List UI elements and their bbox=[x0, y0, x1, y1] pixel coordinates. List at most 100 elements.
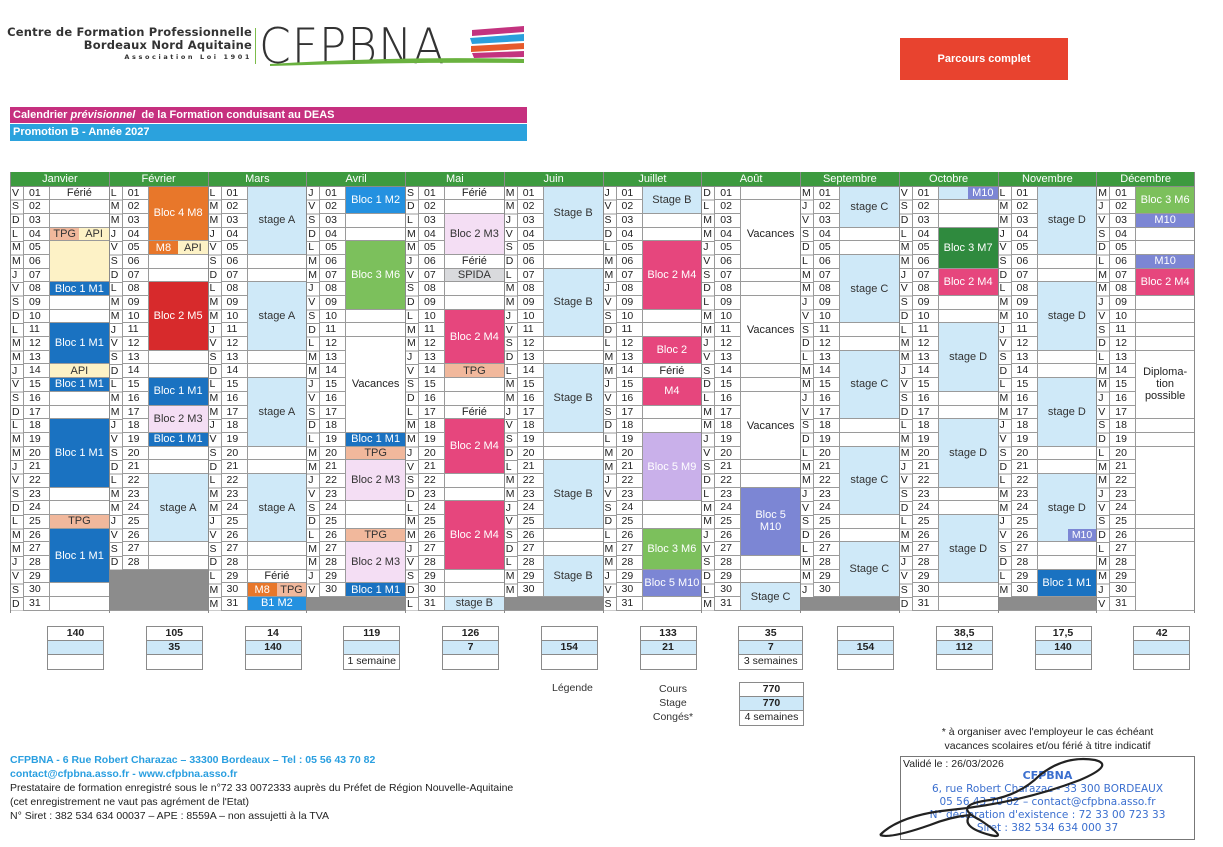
empty-day-cell[interactable] bbox=[840, 433, 899, 447]
calendar-event[interactable]: Bloc 2 M5 bbox=[148, 282, 208, 351]
calendar-event[interactable]: SPIDA bbox=[445, 268, 504, 283]
empty-day-cell[interactable] bbox=[938, 597, 998, 611]
calendar-event[interactable]: Stage B bbox=[543, 268, 603, 338]
empty-day-cell[interactable] bbox=[938, 501, 998, 515]
empty-day-cell[interactable] bbox=[938, 310, 998, 324]
empty-day-cell[interactable] bbox=[543, 255, 603, 269]
empty-day-cell[interactable] bbox=[840, 419, 899, 433]
calendar-event[interactable]: stage A bbox=[148, 473, 208, 543]
empty-day-cell[interactable] bbox=[543, 542, 603, 557]
calendar-event[interactable]: Bloc 1 M1 bbox=[50, 419, 109, 488]
calendar-event[interactable]: TPG bbox=[50, 515, 109, 529]
empty-day-cell[interactable] bbox=[840, 529, 899, 543]
calendar-event[interactable]: Bloc 3 M6 bbox=[1136, 186, 1194, 214]
empty-day-cell[interactable] bbox=[1136, 515, 1194, 529]
calendar-event[interactable]: Vacances bbox=[741, 391, 800, 461]
calendar-event[interactable]: Bloc 2 M4 bbox=[445, 419, 504, 474]
calendar-event[interactable]: Bloc 2 M3 bbox=[445, 213, 504, 255]
empty-day-cell[interactable] bbox=[1136, 529, 1194, 543]
empty-day-cell[interactable] bbox=[247, 269, 307, 283]
empty-day-cell[interactable] bbox=[445, 200, 504, 214]
calendar-event[interactable]: stage D bbox=[938, 323, 998, 392]
empty-day-cell[interactable] bbox=[543, 529, 603, 543]
empty-day-cell[interactable] bbox=[50, 310, 109, 324]
calendar-event[interactable]: TPG bbox=[346, 528, 405, 543]
calendar-event[interactable]: Bloc 2 M4 bbox=[642, 241, 702, 310]
calendar-event[interactable]: stage B bbox=[445, 597, 504, 611]
empty-day-cell[interactable] bbox=[247, 460, 307, 474]
calendar-event[interactable]: Férié bbox=[445, 254, 504, 269]
empty-day-cell[interactable] bbox=[247, 447, 307, 461]
empty-day-cell[interactable] bbox=[148, 460, 208, 474]
empty-day-cell[interactable] bbox=[247, 542, 307, 557]
empty-day-cell[interactable] bbox=[1136, 433, 1194, 447]
calendar-event[interactable]: stage C bbox=[840, 186, 899, 228]
calendar-event[interactable]: Bloc 1 M1 bbox=[148, 432, 208, 447]
empty-day-cell[interactable] bbox=[642, 419, 702, 433]
event-part[interactable]: API bbox=[79, 227, 109, 241]
empty-day-cell[interactable] bbox=[50, 200, 109, 214]
empty-day-cell[interactable] bbox=[247, 255, 307, 269]
calendar-event[interactable]: Stage C bbox=[741, 583, 800, 611]
calendar-event[interactable]: Férié bbox=[445, 405, 504, 420]
footer-web[interactable]: contact@cfpbna.asso.fr - www.cfpbna.asso… bbox=[10, 768, 238, 780]
empty-day-cell[interactable] bbox=[741, 187, 800, 201]
empty-day-cell[interactable] bbox=[1037, 447, 1097, 461]
empty-day-cell[interactable] bbox=[50, 406, 109, 420]
calendar-event[interactable]: stage D bbox=[1037, 282, 1097, 351]
empty-day-cell[interactable] bbox=[741, 474, 800, 488]
calendar-event[interactable]: Bloc 4 M8 bbox=[148, 186, 208, 242]
calendar-event[interactable]: Bloc 1 M1 bbox=[1037, 569, 1097, 598]
calendar-event[interactable]: Bloc 1 M1 bbox=[346, 583, 405, 598]
empty-day-cell[interactable] bbox=[1136, 419, 1194, 433]
calendar-event[interactable]: Férié bbox=[445, 186, 504, 201]
empty-day-cell[interactable] bbox=[445, 282, 504, 296]
empty-day-cell[interactable] bbox=[1136, 310, 1194, 324]
empty-day-cell[interactable] bbox=[840, 515, 899, 529]
calendar-event[interactable]: M10 bbox=[938, 186, 998, 201]
empty-day-cell[interactable] bbox=[50, 488, 109, 502]
empty-day-cell[interactable] bbox=[840, 323, 899, 338]
empty-day-cell[interactable] bbox=[148, 255, 208, 269]
event-badge[interactable]: M10 bbox=[1067, 528, 1097, 542]
empty-day-cell[interactable] bbox=[1136, 241, 1194, 255]
empty-day-cell[interactable] bbox=[346, 228, 405, 242]
empty-day-cell[interactable] bbox=[50, 583, 109, 598]
empty-day-cell[interactable] bbox=[148, 269, 208, 283]
empty-day-cell[interactable] bbox=[543, 433, 603, 447]
empty-day-cell[interactable] bbox=[1136, 337, 1194, 351]
calendar-event[interactable]: stage A bbox=[247, 378, 307, 447]
event-part[interactable]: TPG bbox=[50, 227, 80, 241]
calendar-event[interactable]: Stage C bbox=[840, 542, 899, 598]
empty-day-cell[interactable] bbox=[741, 269, 800, 283]
empty-day-cell[interactable] bbox=[445, 392, 504, 406]
empty-day-cell[interactable] bbox=[346, 501, 405, 515]
calendar-event[interactable]: M10 bbox=[1136, 254, 1194, 269]
event-part[interactable] bbox=[938, 186, 969, 200]
empty-day-cell[interactable] bbox=[346, 515, 405, 529]
empty-day-cell[interactable] bbox=[938, 406, 998, 420]
empty-day-cell[interactable] bbox=[445, 296, 504, 310]
event-part[interactable]: TPG bbox=[276, 583, 307, 597]
empty-day-cell[interactable] bbox=[148, 542, 208, 557]
calendar-event[interactable]: Bloc 2 M3 bbox=[346, 460, 405, 502]
empty-day-cell[interactable] bbox=[938, 214, 998, 228]
calendar-event[interactable]: Bloc 1 M1 bbox=[148, 378, 208, 406]
empty-day-cell[interactable] bbox=[642, 501, 702, 515]
empty-day-cell[interactable] bbox=[741, 556, 800, 570]
empty-day-cell[interactable] bbox=[840, 228, 899, 242]
empty-day-cell[interactable] bbox=[50, 392, 109, 406]
calendar-event[interactable]: Bloc 1 M1 bbox=[50, 323, 109, 365]
calendar-event[interactable]: Bloc 1 M1 bbox=[50, 282, 109, 296]
calendar-event[interactable]: TPG bbox=[445, 364, 504, 379]
empty-day-cell[interactable] bbox=[247, 556, 307, 570]
calendar-event[interactable]: Stage B bbox=[543, 364, 603, 433]
calendar-event[interactable]: Bloc 2 M3 bbox=[148, 405, 208, 433]
calendar-event[interactable]: Bloc 3 M6 bbox=[346, 241, 405, 310]
empty-day-cell[interactable] bbox=[445, 583, 504, 598]
calendar-event[interactable]: stage D bbox=[1037, 378, 1097, 447]
empty-day-cell[interactable] bbox=[543, 337, 603, 351]
